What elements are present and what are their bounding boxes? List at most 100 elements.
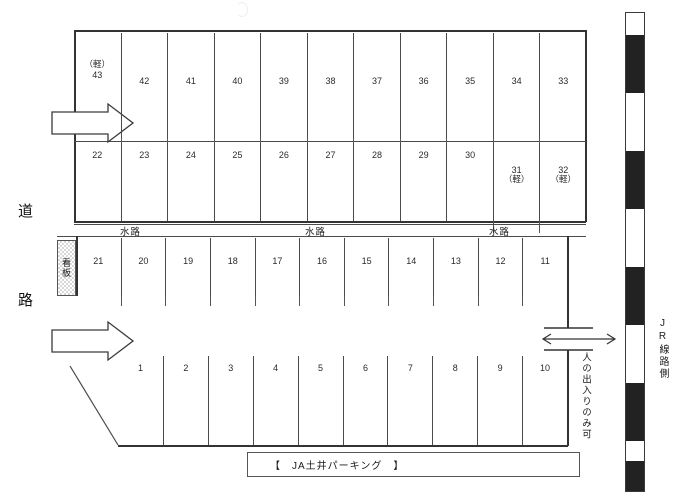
stall-18[interactable]: 18 — [209, 256, 255, 306]
stall-22[interactable]: 22 — [74, 150, 121, 218]
stall-5[interactable]: 5 — [297, 363, 343, 445]
stall-6[interactable]: 6 — [342, 363, 388, 445]
stall-divider — [522, 238, 524, 296]
stall-25[interactable]: 25 — [213, 150, 261, 218]
block-b-right-border-lower — [567, 350, 569, 446]
block-a-right-border — [585, 30, 587, 222]
stall-2[interactable]: 2 — [162, 363, 208, 445]
stall-number: 26 — [278, 150, 289, 160]
stall-number: 1 — [137, 363, 143, 373]
stall-divider — [539, 33, 541, 138]
stall-27[interactable]: 27 — [306, 150, 354, 218]
stall-number: 15 — [361, 256, 372, 266]
stall-number: 21 — [93, 256, 104, 266]
stall-number: 28 — [372, 150, 383, 160]
stall-divider — [387, 356, 389, 445]
stall-kei-mark: （軽） — [503, 174, 530, 185]
stall-number: 43 — [92, 69, 103, 80]
stall-number: 36 — [418, 76, 429, 86]
stall-divider — [399, 143, 401, 221]
stall-number: 42 — [139, 76, 150, 86]
stall-32[interactable]: 32（軽） — [539, 165, 586, 233]
stall-19[interactable]: 19 — [165, 256, 210, 306]
stall-divider — [492, 143, 494, 221]
stall-number: 17 — [272, 256, 283, 266]
stall-14[interactable]: 14 — [388, 256, 433, 306]
stall-30[interactable]: 30 — [446, 150, 493, 218]
caption-text: 【 JA土井パーキング 】 — [270, 461, 405, 472]
jr-railway-side-label: JR線路側 — [657, 318, 668, 380]
stall-10[interactable]: 10 — [522, 363, 567, 445]
stall-33[interactable]: 33 — [539, 76, 586, 154]
stall-divider — [299, 238, 301, 296]
entry-arrow-bottom — [51, 320, 135, 362]
stall-26[interactable]: 26 — [260, 150, 307, 218]
stall-number: 40 — [232, 76, 243, 86]
stall-36[interactable]: 36 — [399, 76, 447, 154]
scan-artifact — [236, 2, 248, 17]
stall-divider — [306, 143, 308, 221]
stall-number: 18 — [227, 256, 238, 266]
railway-hatch-strip — [625, 12, 645, 492]
stall-kei-mark: （軽） — [550, 174, 576, 185]
stall-21[interactable]: 21 — [76, 256, 121, 306]
stall-number: 27 — [325, 150, 336, 160]
stall-3[interactable]: 3 — [207, 363, 253, 445]
stall-number: 20 — [138, 256, 149, 266]
stall-divider — [477, 356, 479, 445]
stall-4[interactable]: 4 — [252, 363, 298, 445]
stall-divider — [260, 143, 262, 221]
stall-divider — [254, 238, 256, 296]
road-label-char-2: 路 — [18, 292, 35, 309]
stall-number: 16 — [316, 256, 327, 266]
stall-42[interactable]: 42 — [120, 76, 168, 154]
waterway-band-bottom — [57, 236, 586, 237]
stall-12[interactable]: 12 — [477, 256, 523, 306]
stall-number: 37 — [372, 76, 383, 86]
stall-7[interactable]: 7 — [387, 363, 432, 445]
stall-divider — [306, 33, 308, 138]
stall-9[interactable]: 9 — [477, 363, 522, 445]
caption-box: 【 JA土井パーキング 】 — [247, 452, 580, 477]
stall-28[interactable]: 28 — [353, 150, 400, 218]
stall-divider — [446, 143, 448, 221]
stall-13[interactable]: 13 — [433, 256, 478, 306]
block-a-mid-divider — [74, 141, 586, 142]
stall-38[interactable]: 38 — [306, 76, 354, 154]
stall-24[interactable]: 24 — [167, 150, 214, 218]
stall-divider — [260, 33, 262, 138]
waterway-label-center: 水路 — [305, 227, 327, 238]
signboard-label: 看板 — [61, 258, 71, 278]
signboard-marker: 看板 — [57, 240, 76, 296]
stall-divider — [167, 143, 169, 221]
stall-divider — [297, 356, 299, 445]
stall-17[interactable]: 17 — [254, 256, 300, 306]
stall-1[interactable]: 1 — [118, 363, 163, 445]
stall-number: 38 — [325, 76, 336, 86]
stall-41[interactable]: 41 — [167, 76, 214, 154]
stall-29[interactable]: 29 — [399, 150, 447, 218]
rail-seg-dark — [626, 461, 644, 491]
stall-number: 7 — [407, 363, 413, 373]
stall-20[interactable]: 20 — [120, 256, 166, 306]
stall-number: 25 — [232, 150, 243, 160]
stall-23[interactable]: 23 — [120, 150, 168, 218]
block-a-top-border — [74, 30, 586, 32]
rail-seg-dark — [626, 383, 644, 441]
stall-31[interactable]: 31（軽） — [492, 165, 540, 233]
stall-37[interactable]: 37 — [353, 76, 400, 154]
stall-16[interactable]: 16 — [299, 256, 344, 306]
stall-divider — [433, 238, 435, 296]
stall-15[interactable]: 15 — [343, 256, 389, 306]
stall-8[interactable]: 8 — [432, 363, 477, 445]
stall-35[interactable]: 35 — [446, 76, 493, 154]
stall-40[interactable]: 40 — [213, 76, 261, 154]
stall-divider — [539, 143, 541, 221]
stall-43[interactable]: （軽）43 — [74, 59, 121, 138]
rail-seg-dark — [626, 151, 644, 209]
stall-number: 5 — [318, 363, 324, 373]
stall-34[interactable]: 34 — [492, 76, 540, 154]
stall-divider — [252, 356, 254, 445]
stall-39[interactable]: 39 — [260, 76, 307, 154]
stall-11[interactable]: 11 — [522, 256, 567, 306]
